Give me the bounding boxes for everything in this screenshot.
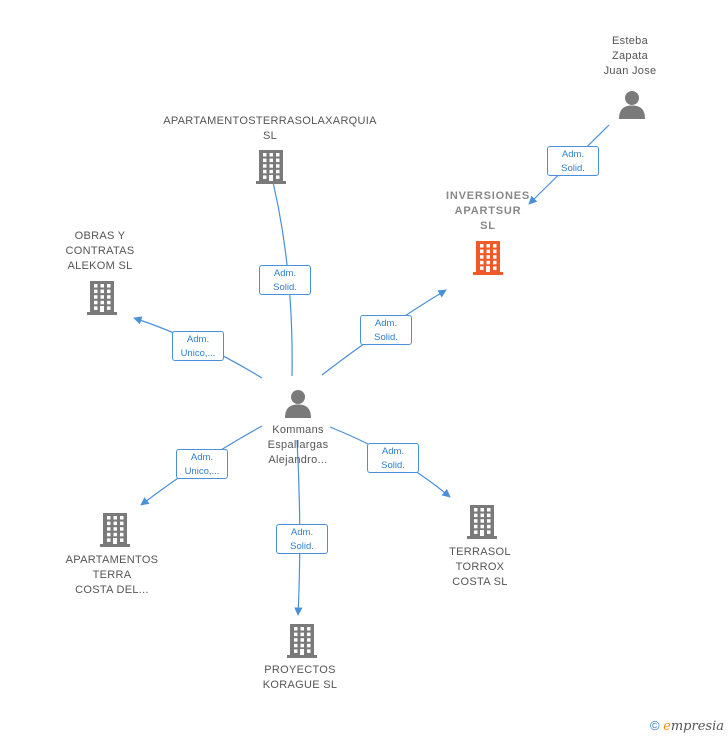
person-icon-center[interactable] (283, 388, 313, 418)
node-label-inversiones[interactable]: INVERSIONES APARTSUR SL (446, 190, 530, 232)
building-icon-proyectos[interactable] (286, 624, 318, 658)
node-label-center[interactable]: Kommans Espallargas Alejandro... (267, 424, 329, 466)
copyright-icon: © (649, 718, 660, 733)
node-label-apartamentos-terra[interactable]: APARTAMENTOS TERRA COSTA DEL... (65, 554, 159, 596)
building-icon-terrasol[interactable] (466, 505, 498, 539)
node-label-terrasol[interactable]: TERRASOL TORROX COSTA SL (449, 546, 511, 588)
footer-brand: © empresia (650, 718, 724, 734)
building-icon-obras[interactable] (86, 281, 118, 315)
building-icon-apartamentos-terra[interactable] (99, 513, 131, 547)
edge-apartamentosterrasol (265, 161, 293, 377)
building-icon-apartamentosterrasol[interactable] (255, 150, 287, 184)
relation-badge-esteba[interactable]: Adm. Solid. (547, 146, 599, 176)
relation-badge-terrasol[interactable]: Adm. Solid. (367, 443, 419, 473)
relation-badge-proyectos[interactable]: Adm. Solid. (276, 524, 328, 554)
brand-logo: empresia (663, 719, 724, 734)
relation-badge-inversiones[interactable]: Adm. Solid. (360, 315, 412, 345)
person-icon-esteba[interactable] (617, 89, 647, 119)
node-label-obras[interactable]: OBRAS Y CONTRATAS ALEKOM SL (65, 230, 135, 272)
node-label-apartamentosterrasol[interactable]: APARTAMENTOSTERRASOLAXARQUIA SL (163, 115, 377, 142)
relation-badge-apartamentos-terra[interactable]: Adm. Unico,... (176, 449, 228, 479)
building-icon-inversiones[interactable] (472, 241, 504, 275)
node-label-esteba[interactable]: Esteba Zapata Juan Jose (603, 35, 657, 77)
relation-badge-apartamentosterrasol[interactable]: Adm. Solid. (259, 265, 311, 295)
relation-badge-obras[interactable]: Adm. Unico,... (172, 331, 224, 361)
node-label-proyectos[interactable]: PROYECTOS KORAGUE SL (262, 664, 338, 691)
